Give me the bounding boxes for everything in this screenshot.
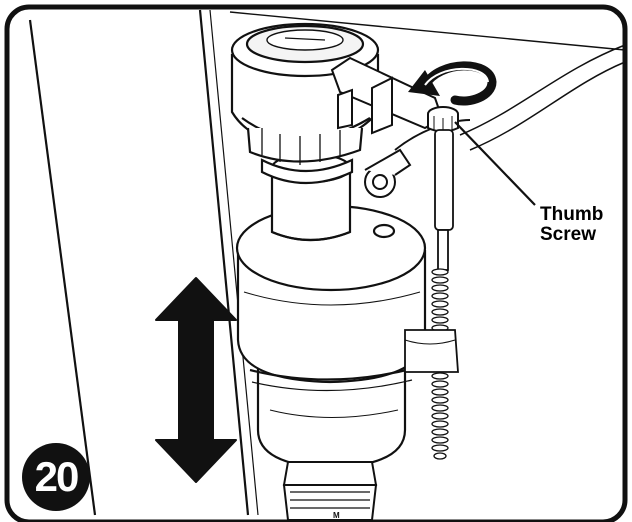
small-mark: M bbox=[333, 511, 340, 520]
tank-walls bbox=[28, 9, 626, 516]
rotate-arrow-icon bbox=[408, 61, 497, 106]
thumb-screw-label-line1: Thumb bbox=[540, 204, 604, 225]
thumb-screw-label: Thumb Screw bbox=[540, 205, 603, 245]
up-down-arrow-icon bbox=[155, 277, 237, 483]
float-cup bbox=[235, 204, 427, 470]
adjustment-rod bbox=[404, 129, 459, 460]
thumb-screw-label-line2: Screw bbox=[540, 224, 596, 245]
step-number-badge: 20 bbox=[22, 443, 90, 511]
thumb-screw-leader bbox=[454, 121, 536, 206]
valve-arm bbox=[330, 56, 444, 198]
valve-base bbox=[282, 461, 378, 521]
thumb-screw bbox=[427, 106, 459, 133]
